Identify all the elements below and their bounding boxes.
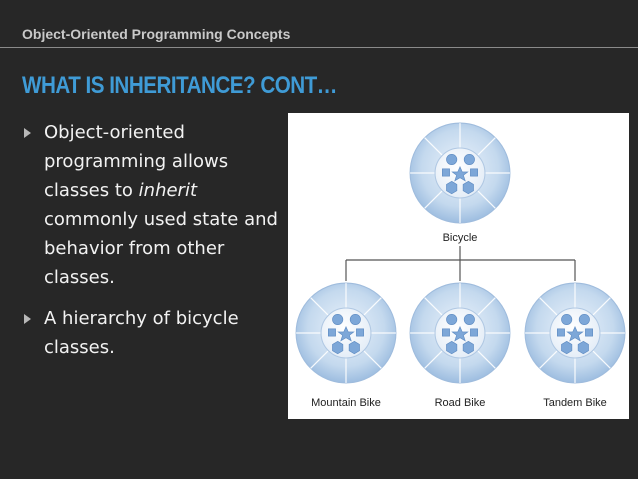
bullet-inheritance: Object-oriented programming allows class… [22, 118, 284, 292]
inheritance-diagram: Bicycle Mountain Bike Road Bike Tandem B… [288, 113, 629, 419]
tandem-bike-class-node [524, 282, 626, 384]
bullet-text: A hierarchy of bicycle classes. [44, 308, 239, 358]
diagram-svg: Bicycle Mountain Bike Road Bike Tandem B… [295, 122, 626, 409]
header-divider [0, 47, 638, 48]
mountain-bike-label: Mountain Bike [311, 397, 381, 409]
bullet-arrow-icon [24, 314, 31, 324]
bullet-emphasis: inherit [138, 180, 198, 201]
bullet-hierarchy: A hierarchy of bicycle classes. [22, 304, 284, 362]
bullet-text-end: commonly used state and behavior from ot… [44, 209, 278, 288]
slide-title: WHAT IS INHERITANCE? CONT… [22, 72, 337, 99]
bicycle-label: Bicycle [443, 232, 478, 244]
road-bike-label: Road Bike [435, 397, 486, 409]
hierarchy-connectors [345, 246, 576, 281]
tandem-bike-label: Tandem Bike [543, 397, 607, 409]
bicycle-class-node [409, 122, 511, 224]
bullet-list: Object-oriented programming allows class… [22, 118, 284, 374]
bullet-arrow-icon [24, 128, 31, 138]
bullet-text-start: Object-oriented programming allows class… [44, 122, 229, 201]
road-bike-class-node [409, 282, 511, 384]
slide-header: Object-Oriented Programming Concepts [22, 26, 291, 42]
mountain-bike-class-node [295, 282, 397, 384]
